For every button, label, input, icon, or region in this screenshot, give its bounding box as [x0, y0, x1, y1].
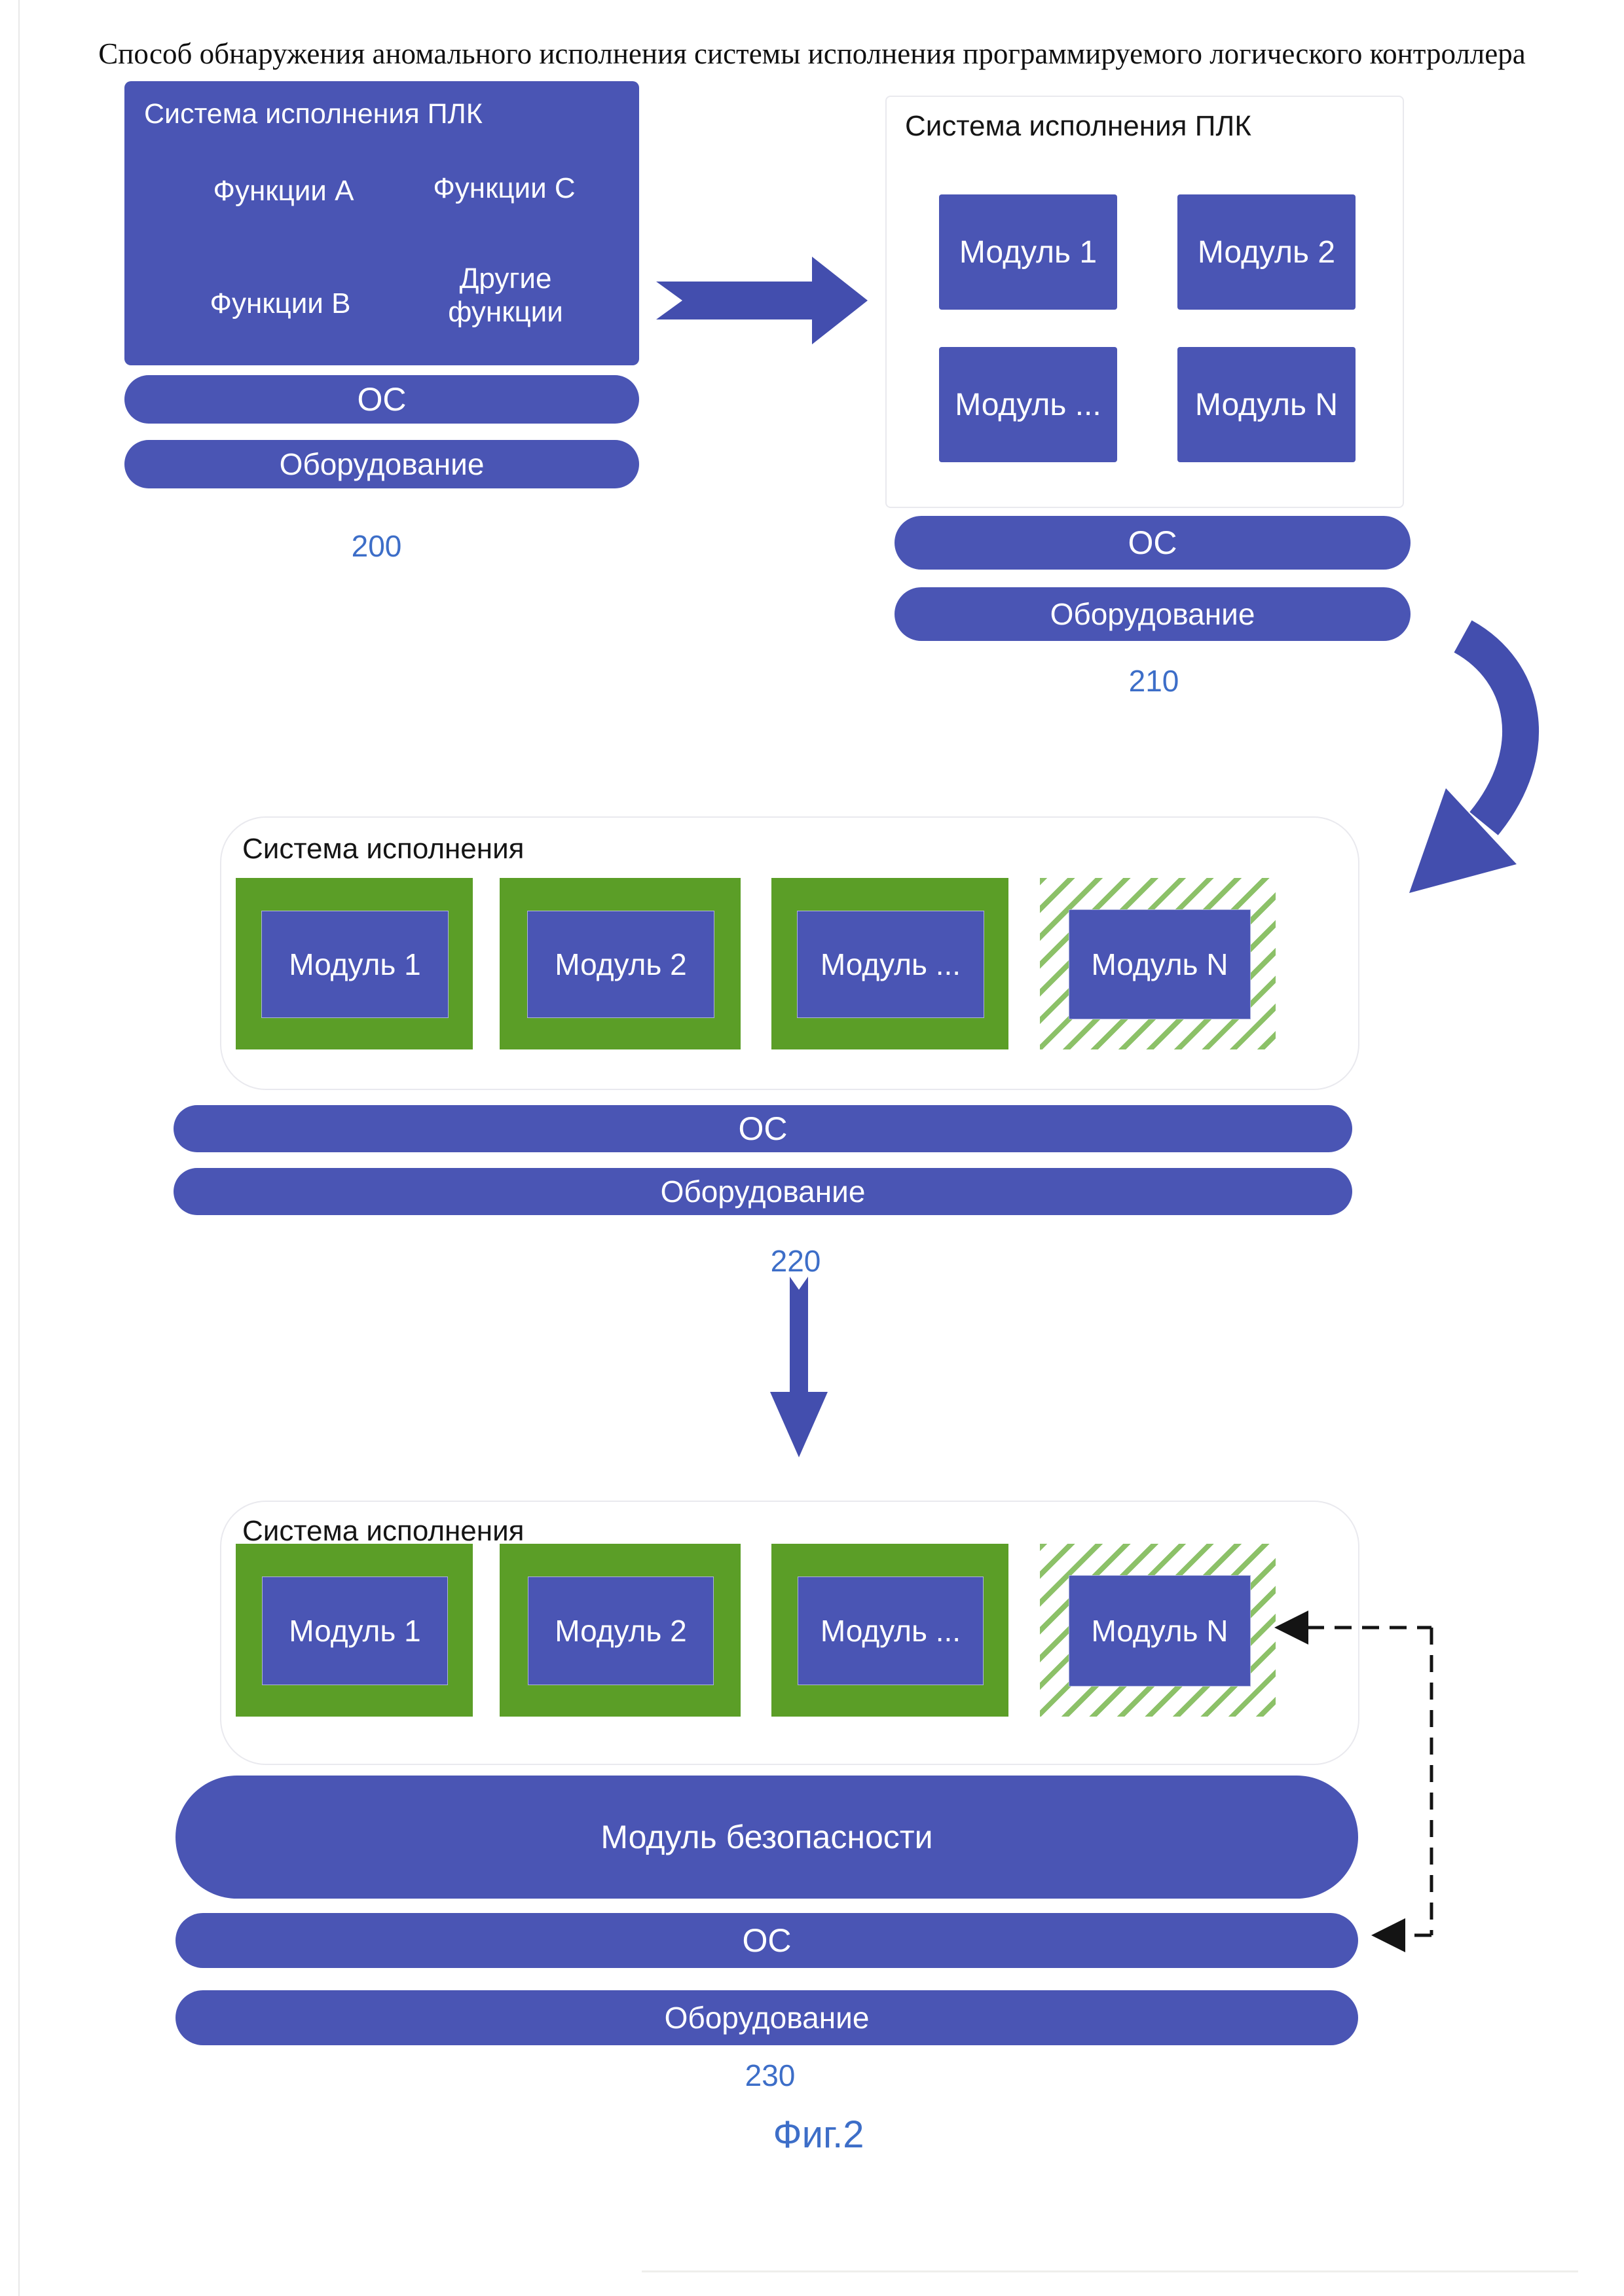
ref-label-220: 220 [770, 1244, 821, 1278]
function-c-label: Функции C [433, 172, 576, 204]
module-ellipsis-box-230: Модуль ... [798, 1576, 984, 1685]
module-1-box-220: Модуль 1 [261, 911, 449, 1018]
module-2-box-210: Модуль 2 [1177, 194, 1356, 310]
dashed-arrowhead-module-n-icon [1274, 1611, 1308, 1645]
hardware-bar-210: Оборудование [895, 587, 1411, 641]
ref-label-230: 230 [745, 2058, 796, 2092]
curved-arrow-210-to-220-head-icon [1409, 788, 1517, 893]
hardware-bar-220: Оборудование [174, 1168, 1352, 1215]
figure-caption: Фиг.2 [773, 2113, 864, 2156]
module-2-box-230: Модуль 2 [528, 1576, 714, 1685]
module-ellipsis-box-210: Модуль ... [939, 347, 1117, 462]
execution-system-container-230 [220, 1501, 1359, 1765]
arrow-220-to-230-icon [770, 1277, 828, 1457]
hardware-bar-230: Оборудование [175, 1990, 1358, 2045]
other-functions-label: Другие функции [448, 263, 563, 328]
module-n-box-230: Модуль N [1069, 1575, 1251, 1686]
module-2-box-220: Модуль 2 [527, 911, 714, 1018]
scan-artifact-line [642, 2270, 1578, 2272]
module-n-box-210: Модуль N [1177, 347, 1356, 462]
os-bar-200: ОС [124, 375, 639, 424]
module-ellipsis-box-220: Модуль ... [797, 911, 984, 1018]
block-230-header: Система исполнения [242, 1515, 525, 1547]
module-n-box-220: Модуль N [1069, 909, 1251, 1019]
scan-artifact-line [18, 0, 20, 2296]
curved-arrow-210-to-220-icon [1453, 620, 1539, 835]
block-200-header: Система исполнения ПЛК [144, 98, 483, 130]
function-a-label: Функции A [213, 174, 354, 207]
ref-label-210: 210 [1128, 664, 1179, 698]
hardware-bar-200: Оборудование [124, 440, 639, 488]
module-1-box-230: Модуль 1 [262, 1576, 448, 1685]
os-bar-230: ОС [175, 1913, 1358, 1968]
function-b-label: Функции B [210, 287, 351, 319]
security-module-bar-230: Модуль безопасности [175, 1776, 1358, 1899]
ref-label-200: 200 [351, 529, 402, 563]
arrow-200-to-210-icon [656, 257, 868, 344]
page-title: Способ обнаружения аномального исполнени… [98, 37, 1526, 70]
dashed-arrowhead-os-icon [1371, 1918, 1405, 1952]
execution-system-container-220 [220, 816, 1359, 1090]
os-bar-220: ОС [174, 1105, 1352, 1152]
module-1-box-210: Модуль 1 [939, 194, 1117, 310]
os-bar-210: ОС [895, 516, 1411, 570]
modules-container-210 [885, 96, 1404, 508]
block-220-header: Система исполнения [242, 833, 525, 865]
plc-execution-system-200-block: Система исполнения ПЛК Функции A Функции… [124, 81, 639, 365]
block-210-header: Система исполнения ПЛК [905, 110, 1251, 142]
